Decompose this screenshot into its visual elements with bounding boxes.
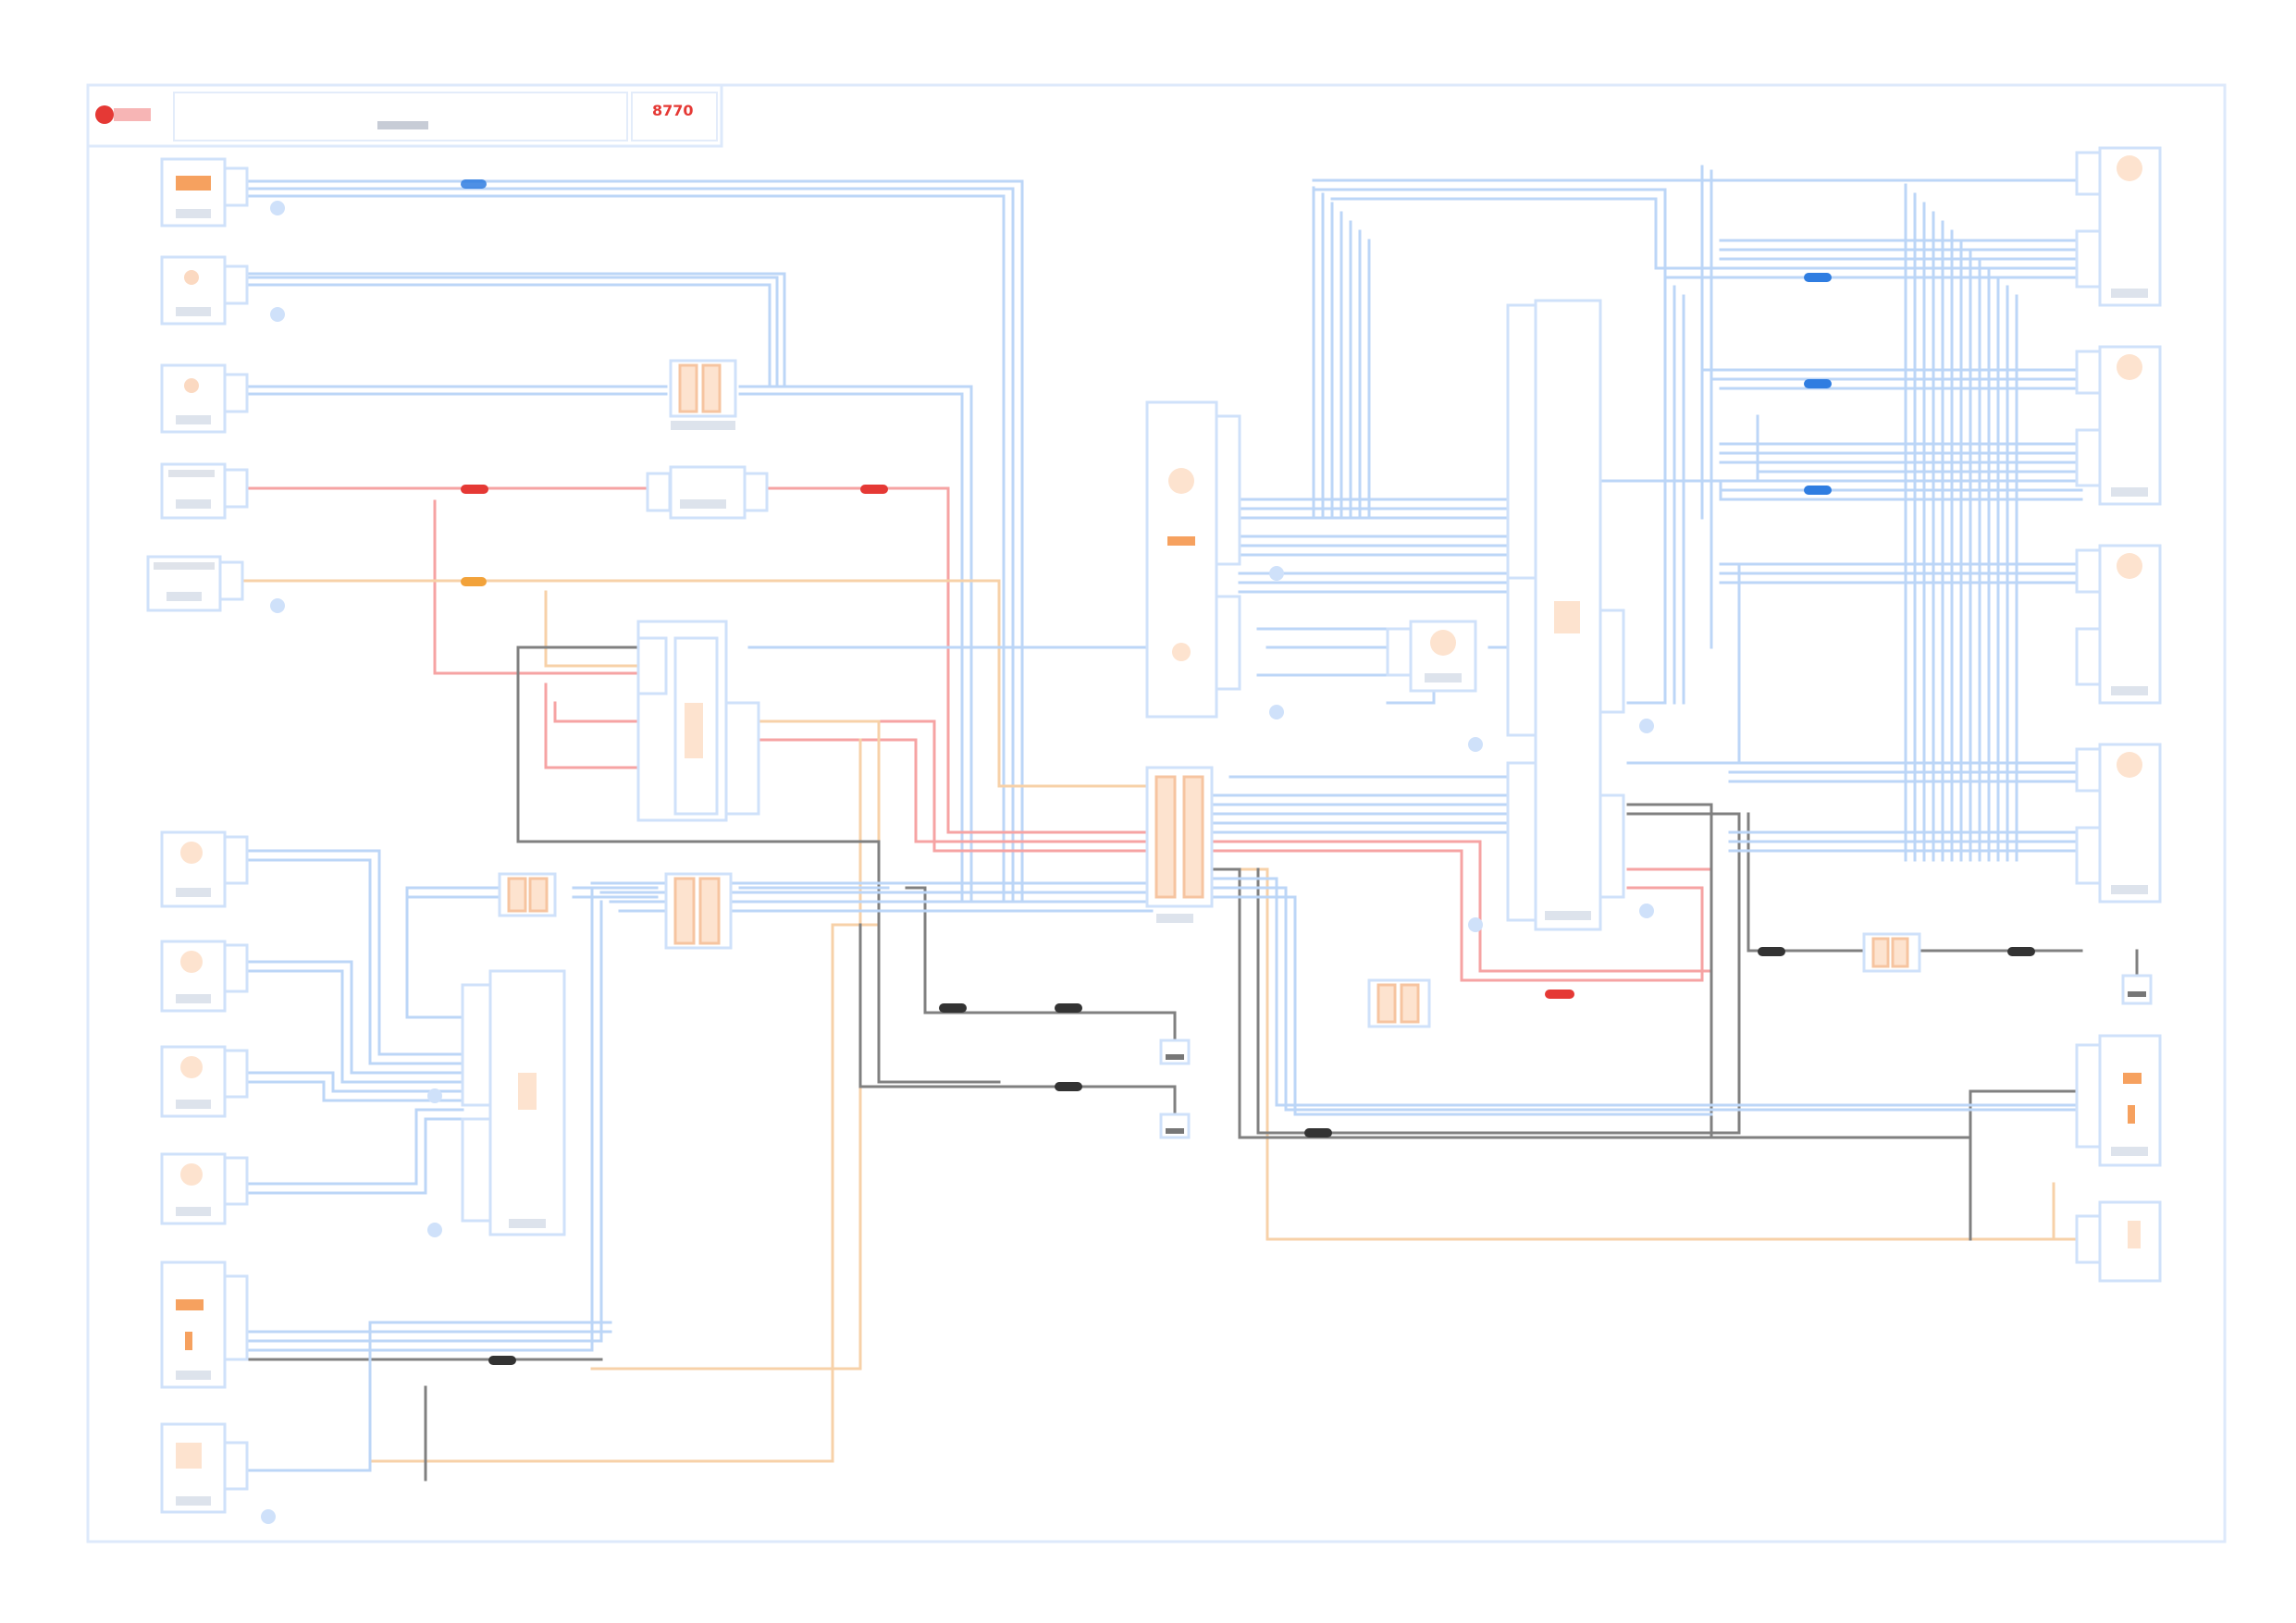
component-left-1 xyxy=(160,157,249,227)
splice-orange-1 xyxy=(461,577,487,586)
component-relay-bottom-1 xyxy=(498,872,557,917)
splice-blue-r3 xyxy=(1804,486,1832,495)
component-right-6 xyxy=(2075,1200,2162,1283)
splice-black-2 xyxy=(1055,1003,1082,1013)
header-bar xyxy=(377,121,428,129)
component-right-2 xyxy=(2075,345,2162,506)
component-control-unit-left xyxy=(636,620,760,822)
component-left-6 xyxy=(160,830,249,908)
splice-black-4 xyxy=(1304,1128,1332,1137)
component-right-3 xyxy=(2075,544,2162,705)
component-left-4 xyxy=(160,462,249,520)
component-left-8 xyxy=(160,1045,249,1118)
header-code: 8770 xyxy=(652,102,694,119)
splice-blue-r1 xyxy=(1804,273,1832,282)
component-left-9 xyxy=(160,1152,249,1225)
splice-black-7 xyxy=(488,1356,516,1365)
component-right-4 xyxy=(2075,743,2162,904)
splice-black-3 xyxy=(1055,1082,1082,1091)
splice-blue-r2 xyxy=(1804,379,1832,388)
header-block: 8770 xyxy=(86,83,723,148)
component-control-unit-right xyxy=(1145,400,1241,719)
component-left-2 xyxy=(160,255,249,326)
splice-black-1 xyxy=(939,1003,967,1013)
splice-red-1 xyxy=(461,485,488,494)
component-right-5 xyxy=(2075,1034,2162,1167)
component-sensor-center xyxy=(1386,620,1477,693)
component-module-bottom-left xyxy=(461,969,566,1236)
splice-black-6 xyxy=(2007,947,2035,956)
diagram-frame xyxy=(86,83,2227,1543)
splice-markers xyxy=(261,179,2035,1524)
splice-black-5 xyxy=(1758,947,1785,956)
ground-symbol-1 xyxy=(1159,1039,1191,1065)
wire-group-left-bottom xyxy=(243,849,890,1472)
wire-group-red xyxy=(243,486,1713,982)
component-relay-right-small xyxy=(1862,932,1921,973)
component-relay-top xyxy=(669,359,737,430)
component-left-11 xyxy=(160,1422,249,1514)
wire-group-ground xyxy=(243,646,2139,1482)
component-left-5 xyxy=(146,555,244,612)
wire-group-right-top xyxy=(1238,165,2083,862)
splice-red-3 xyxy=(1545,990,1574,999)
components xyxy=(146,146,2162,1514)
component-connector-center xyxy=(1145,766,1214,923)
component-relay-bottom-2 xyxy=(664,872,733,950)
component-left-7 xyxy=(160,940,249,1013)
component-relay-left xyxy=(646,465,769,520)
wire-group-orange xyxy=(243,579,2083,1463)
warning-icon xyxy=(95,105,151,124)
splice-red-2 xyxy=(860,485,888,494)
wire-group-center xyxy=(590,627,2083,1116)
component-relay-bottom-3 xyxy=(1367,978,1431,1028)
component-right-1 xyxy=(2075,146,2162,307)
component-main-module xyxy=(1506,299,1625,931)
wire-group-left-top xyxy=(243,179,1024,904)
component-left-3 xyxy=(160,363,249,434)
splice-blue-1 xyxy=(461,179,487,189)
component-left-10 xyxy=(160,1260,249,1389)
ground-symbol-2 xyxy=(1159,1113,1191,1139)
ground-symbol-3 xyxy=(2121,974,2153,1005)
